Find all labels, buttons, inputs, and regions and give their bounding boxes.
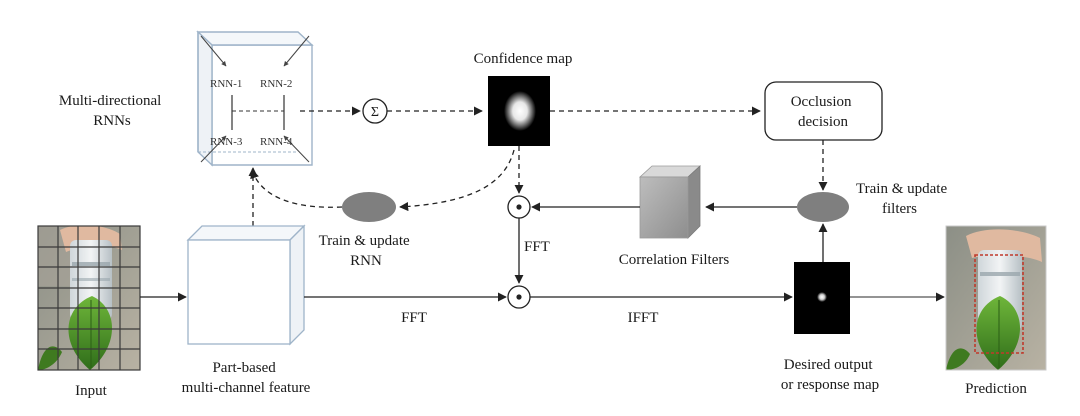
elementwise-product-icon-upper xyxy=(507,195,531,219)
occlusion-decision-box: Occlusion decision xyxy=(764,81,883,141)
correlation-filters-label: Correlation Filters xyxy=(619,252,730,268)
confidence-map-image xyxy=(488,76,550,146)
train-update-rnn-label: Train & update RNN xyxy=(319,233,414,269)
rnn-3-label: RNN-3 xyxy=(210,136,243,148)
desired-output-label: Desired output or response map xyxy=(781,357,879,393)
rnn-update-to-rnn-box-arrow xyxy=(250,169,343,208)
arrow-rnn4-in xyxy=(283,135,310,163)
rnn-2-label: RNN-2 xyxy=(260,78,292,90)
sum-symbol: Σ xyxy=(371,105,379,120)
summation-circle-icon: Σ xyxy=(362,98,388,124)
correlation-filters-cube xyxy=(638,165,702,239)
train-update-filters-node xyxy=(797,192,849,222)
confidence-map-label: Confidence map xyxy=(474,51,573,67)
part-based-feature-label: Part-based multi-channel feature xyxy=(182,360,311,396)
confidence-to-rnn-update-arrow xyxy=(399,149,515,212)
arrow-rnn1-in xyxy=(200,35,227,67)
occlusion-decision-label: Occlusion decision xyxy=(791,94,856,130)
prediction-bounding-box xyxy=(974,254,1024,354)
elementwise-product-icon-lower xyxy=(507,285,531,309)
arrow-rnn2-in xyxy=(283,35,310,67)
input-image xyxy=(37,225,141,371)
response-map-image xyxy=(794,262,850,334)
prediction-image xyxy=(945,225,1047,371)
input-label: Input xyxy=(75,383,107,399)
rnn-1-label: RNN-1 xyxy=(210,78,242,90)
fft-bottom-label: FFT xyxy=(401,310,427,326)
feature-block xyxy=(186,224,306,346)
train-update-rnn-node xyxy=(342,192,396,222)
fft-vertical-label: FFT xyxy=(524,239,550,255)
ifft-label: IFFT xyxy=(628,310,659,326)
train-update-filters-label: Train & update filters xyxy=(856,181,951,217)
prediction-label: Prediction xyxy=(965,381,1027,397)
rnn-direction-arrows xyxy=(200,35,310,163)
arrow-rnn3-in xyxy=(200,135,227,163)
rnn-4-label: RNN-4 xyxy=(260,136,293,148)
rnn-box xyxy=(196,30,314,167)
multi-directional-rnns-label: Multi-directional RNNs xyxy=(59,93,165,129)
